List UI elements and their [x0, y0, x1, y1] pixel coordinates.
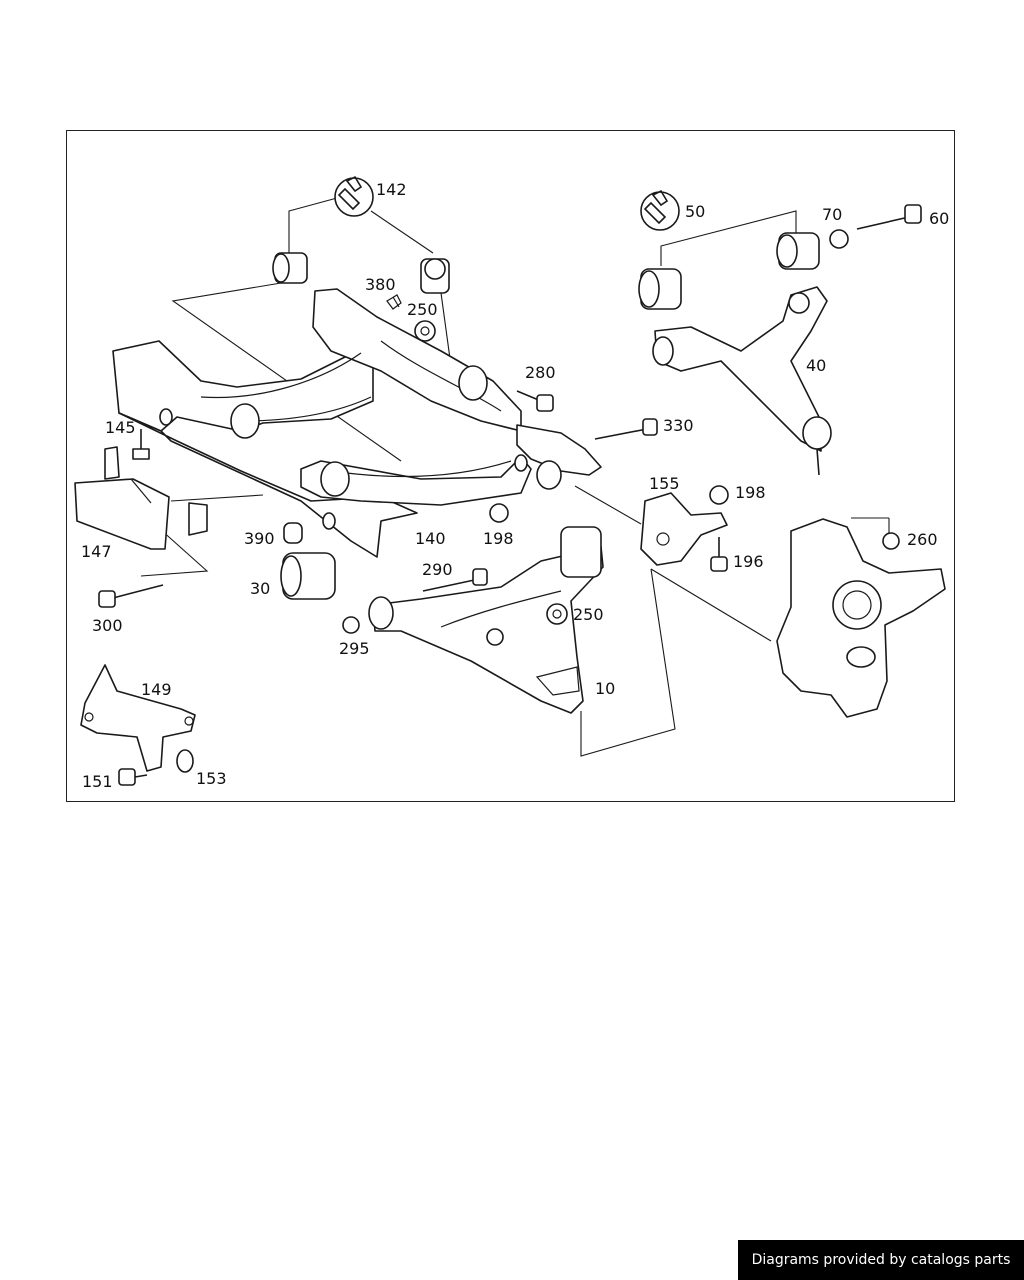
label-140: 140	[415, 529, 446, 548]
nut-250-top	[414, 320, 436, 342]
label-198-right: 198	[735, 483, 766, 502]
bolt-280	[516, 390, 554, 412]
bolt-145	[132, 429, 150, 460]
label-390: 390	[244, 529, 275, 548]
label-50: 50	[685, 202, 705, 221]
washer-153	[176, 749, 194, 773]
nut-260	[882, 532, 900, 550]
footer-banner: Diagrams provided by catalogs parts	[738, 1240, 1024, 1280]
bolt-330	[594, 418, 658, 440]
label-250: 250	[407, 300, 438, 319]
label-380: 380	[365, 275, 396, 294]
label-70: 70	[822, 205, 842, 224]
nut-250-bottom	[546, 603, 568, 625]
upper-arm-40	[652, 286, 832, 476]
label-10: 10	[595, 679, 615, 698]
nut-198-left	[489, 503, 509, 523]
label-250-lower: 250	[573, 605, 604, 624]
nut-295	[342, 616, 360, 634]
label-295: 295	[339, 639, 370, 658]
bolt-290	[422, 568, 488, 592]
bracket-147	[74, 446, 208, 550]
plate-149	[80, 664, 196, 772]
diagram-frame: 142 380 250 280 145 147 390 30 140 198 3…	[66, 130, 955, 802]
footer-text: Diagrams provided by catalogs parts	[751, 1252, 1011, 1268]
bolt-196	[710, 537, 728, 572]
lower-arm-10	[368, 526, 604, 714]
label-155: 155	[649, 474, 680, 493]
bushing-50-left	[638, 268, 682, 310]
bolt-300	[98, 584, 164, 608]
label-330: 330	[663, 416, 694, 435]
label-40: 40	[806, 356, 826, 375]
bolt-151	[118, 768, 148, 786]
nut-198-right	[709, 485, 729, 505]
subframe-140	[112, 288, 602, 558]
nut-70	[829, 229, 849, 249]
label-198: 198	[483, 529, 514, 548]
bushing-30	[280, 552, 336, 600]
label-147: 147	[81, 542, 112, 561]
label-145: 145	[105, 418, 136, 437]
wrench-icon	[334, 175, 374, 217]
label-290: 290	[422, 560, 453, 579]
bracket-155	[640, 492, 728, 566]
label-149: 149	[141, 680, 172, 699]
label-300: 300	[92, 616, 123, 635]
label-151: 151	[82, 772, 113, 791]
bushing-142-right	[420, 258, 450, 294]
callout-labels: 142 380 250 280 145 147 390 30 140 198 3…	[81, 180, 949, 791]
bolt-60	[856, 204, 922, 230]
parts-diagram: 142 380 250 280 145 147 390 30 140 198 3…	[74, 175, 949, 791]
label-30: 30	[250, 579, 270, 598]
bushing-50-right	[776, 232, 820, 270]
cap-390	[283, 522, 303, 544]
label-142: 142	[376, 180, 407, 199]
label-196: 196	[733, 552, 764, 571]
wrench-icon	[640, 189, 680, 231]
knuckle	[776, 518, 946, 718]
clip-380	[386, 294, 402, 310]
bushing-142-left	[272, 252, 308, 284]
label-280: 280	[525, 363, 556, 382]
label-260: 260	[907, 530, 938, 549]
label-153: 153	[196, 769, 227, 788]
label-60: 60	[929, 209, 949, 228]
